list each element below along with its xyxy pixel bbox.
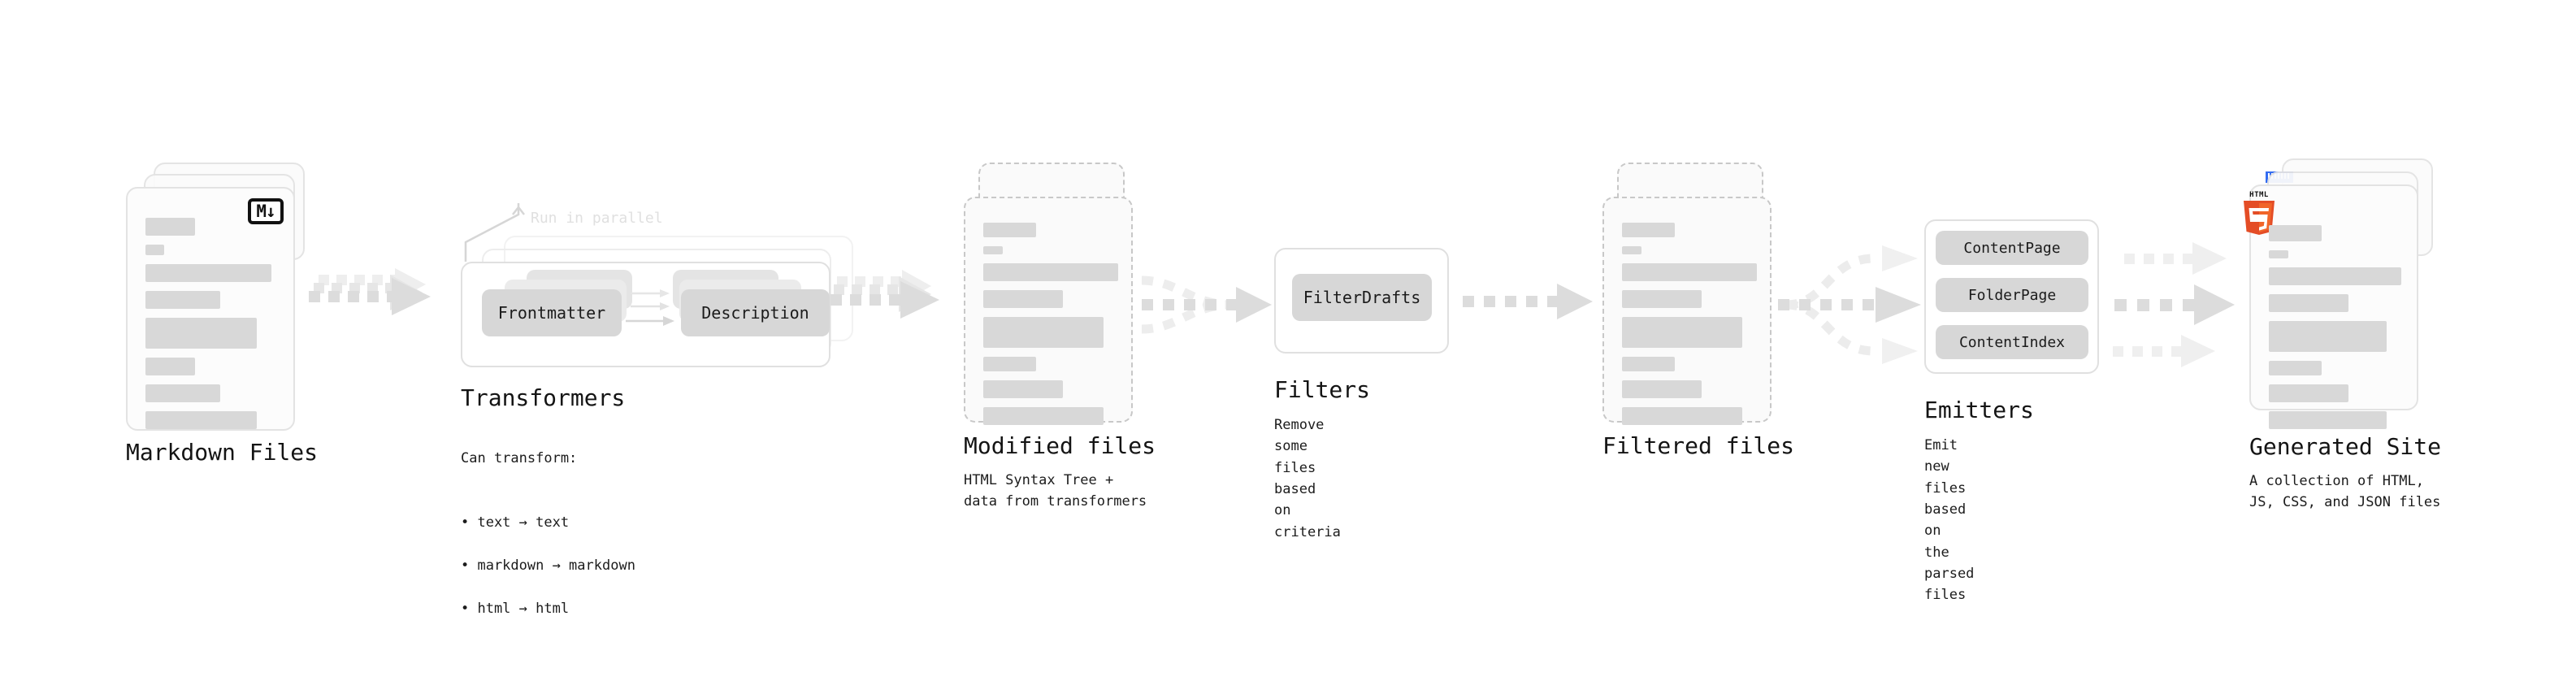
content-bar	[983, 223, 1036, 237]
content-bar	[145, 411, 257, 429]
content-bar	[983, 380, 1063, 398]
content-bar	[983, 407, 1104, 425]
content-bar	[1622, 246, 1641, 254]
markdown-file-stack: M↓	[126, 163, 313, 431]
stage-title-emitters: Emitters	[1924, 397, 2034, 423]
transformer-pill-description[interactable]: Description	[681, 289, 830, 336]
content-bar	[2269, 321, 2387, 352]
stage-filtered-files: Filtered files	[1599, 163, 1794, 459]
content-bar	[2269, 225, 2322, 241]
file-card-front: M↓	[126, 187, 295, 431]
content-bar	[145, 218, 195, 236]
transformer-pill-frontmatter-label: Frontmatter	[497, 303, 606, 323]
content-bar	[983, 357, 1036, 371]
transformers-bullet: • markdown → markdown	[461, 557, 635, 575]
emitter-pill-contentindex[interactable]: ContentIndex	[1936, 325, 2088, 359]
content-bar	[145, 264, 271, 282]
filter-pill-filterdrafts-label: FilterDrafts	[1303, 288, 1421, 307]
file-card-content	[983, 223, 1118, 434]
arrow-markdown-to-transformers	[309, 268, 431, 315]
transformers-bullet-list: • text → text • markdown → markdown • ht…	[461, 491, 635, 640]
content-bar	[983, 263, 1118, 281]
content-bar	[1622, 290, 1702, 308]
modified-file-stack	[961, 163, 1147, 431]
filter-pill-filterdrafts[interactable]: FilterDrafts	[1292, 274, 1432, 321]
emitter-pill-contentpage-label: ContentPage	[1963, 239, 2061, 257]
content-bar	[145, 358, 195, 375]
arrow-filtered-files-to-emitters	[1778, 245, 1921, 364]
run-in-parallel-label: Run in parallel	[531, 210, 663, 227]
run-in-parallel-bracket	[464, 203, 525, 262]
transformers-bullet: • text → text	[461, 514, 570, 531]
stage-generated-site: HTML Gen	[2244, 158, 2444, 510]
transformer-pill-description-label: Description	[701, 303, 809, 323]
content-bar	[145, 291, 220, 309]
content-bar	[983, 290, 1063, 308]
arrow-modified-files-to-filters	[1141, 275, 1272, 334]
stage-modified-files: Modified files HTML Syntax Tree + data f…	[961, 163, 1156, 510]
file-card-front	[964, 197, 1133, 425]
content-bar	[1622, 263, 1757, 281]
file-card-content	[2269, 225, 2401, 438]
content-bar	[2269, 250, 2288, 258]
transformer-pill-frontmatter[interactable]: Frontmatter	[482, 289, 622, 336]
stage-title-filters: Filters	[1274, 376, 1371, 403]
stage-desc-generated-site: A collection of HTML, JS, CSS, and JSON …	[2249, 473, 2441, 511]
content-bar	[1622, 317, 1742, 348]
arrow-filters-to-filtered-files	[1463, 284, 1593, 319]
stage-title-generated-site: Generated Site	[2249, 433, 2442, 460]
file-card-content	[1622, 223, 1757, 434]
emitter-pill-contentpage[interactable]: ContentPage	[1936, 231, 2088, 265]
transformers-desc-line: Can transform:	[461, 450, 578, 467]
arrow-emitters-to-generated-site	[2113, 242, 2235, 367]
stage-title-transformers: Transformers	[461, 384, 626, 411]
transformer-inner-arrows	[626, 289, 674, 326]
content-bar	[1622, 223, 1675, 237]
file-card-content	[145, 218, 275, 438]
stage-title-modified-files: Modified files	[964, 432, 1156, 459]
emitter-pill-folderpage-label: FolderPage	[1967, 286, 2057, 304]
filtered-file-stack	[1599, 163, 1786, 431]
emitter-pill-contentindex-label: ContentIndex	[1958, 333, 2066, 351]
content-bar	[1622, 407, 1742, 425]
stage-markdown-files: M↓ Markdown Files	[126, 163, 318, 466]
html5-icon-word: HTML	[2249, 191, 2269, 199]
content-bar	[145, 318, 257, 349]
content-bar	[145, 384, 220, 402]
content-bar	[983, 246, 1003, 254]
markdown-icon-label: M↓	[256, 201, 275, 221]
transformers-bullet: • html → html	[461, 600, 570, 617]
content-bar	[2269, 411, 2387, 429]
stage-desc-modified-files: HTML Syntax Tree + data from transformer…	[964, 472, 1147, 510]
stage-desc-transformers: Can transform: • text → text • markdown …	[461, 427, 635, 662]
stage-desc-filters: Remove some files based on criteria	[1274, 417, 1341, 540]
content-bar	[145, 245, 164, 255]
generated-site-stack: HTML	[2244, 158, 2444, 435]
file-card-front-html: HTML	[2244, 184, 2418, 429]
content-bar	[2269, 294, 2348, 312]
content-bar	[2269, 384, 2348, 402]
emitter-pill-folderpage[interactable]: FolderPage	[1936, 278, 2088, 312]
stage-title-markdown-files: Markdown Files	[126, 439, 319, 466]
content-bar	[983, 317, 1104, 348]
stage-title-filtered-files: Filtered files	[1602, 432, 1795, 459]
arrow-transformers-to-modified-files	[830, 270, 939, 319]
stage-desc-emitters: Emit new files based on the parsed files	[1924, 437, 1975, 604]
file-card-front	[1602, 197, 1772, 425]
content-bar	[2269, 267, 2401, 285]
content-bar	[1622, 380, 1702, 398]
markdown-icon: M↓	[248, 198, 284, 224]
content-bar	[2269, 361, 2322, 375]
content-bar	[1622, 357, 1675, 371]
